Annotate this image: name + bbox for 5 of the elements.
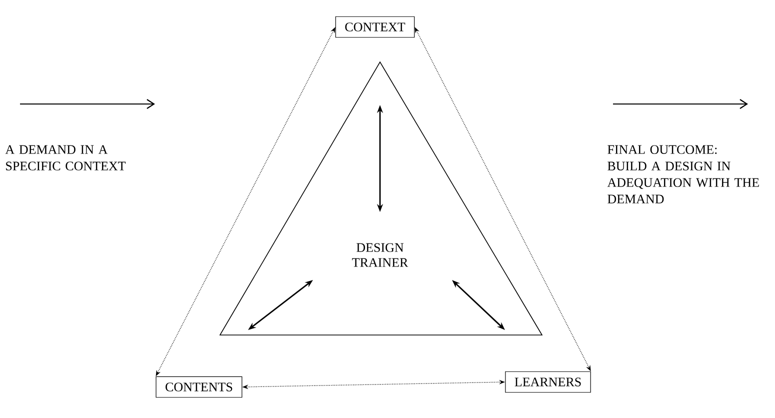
caption-text: A DEMAND IN A SPECIFIC CONTEXT <box>5 145 126 170</box>
caption-text: FINAL OUTCOME: BUILD A DESIGN IN ADEQUATION WITH THE DEMAND <box>607 145 759 204</box>
text-box: LEARNERS <box>505 371 591 393</box>
text-box: CONTEXT <box>335 16 415 38</box>
text-box: CONTENTS <box>156 376 242 398</box>
